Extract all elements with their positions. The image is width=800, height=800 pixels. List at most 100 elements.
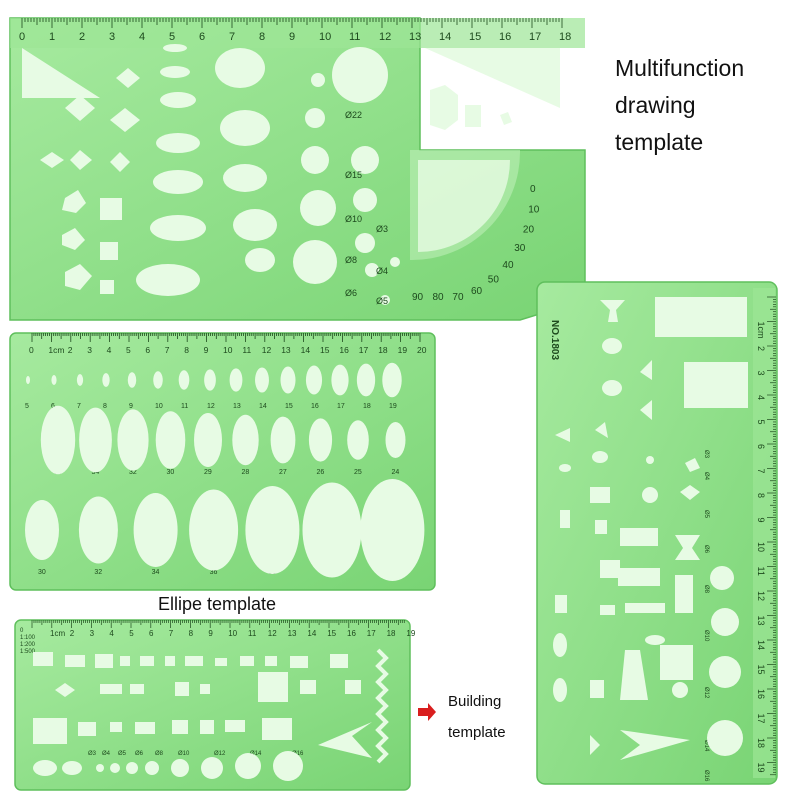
triangle-cutout	[425, 48, 560, 108]
size-label: 12	[207, 403, 215, 410]
ellipse-cutout	[229, 368, 243, 392]
circle-label: Ø4	[376, 266, 388, 276]
size-label: 24	[392, 469, 400, 476]
ruler-number: 7	[229, 31, 235, 43]
ruler-number: 9	[204, 345, 209, 355]
circle-label: Ø14	[703, 740, 709, 752]
circle-label: Ø10	[345, 214, 362, 224]
ruler-number: 18	[756, 738, 766, 748]
ruler-number: 19	[406, 629, 415, 638]
circle-label: Ø6	[703, 545, 709, 554]
protractor-label: 30	[514, 243, 526, 254]
size-label: 13	[233, 403, 241, 410]
size-label: 8	[103, 403, 107, 410]
protractor-label: 20	[523, 224, 535, 235]
circle-label: Ø8	[345, 255, 357, 265]
vertical-cutouts	[553, 297, 748, 760]
ellipse-cutout	[270, 416, 296, 464]
zigzag-edge	[375, 648, 389, 764]
size-label: 27	[279, 469, 287, 476]
ruler-number: 4	[139, 31, 145, 43]
ruler-number: 9	[208, 629, 213, 638]
ellipse-cutout	[25, 500, 59, 560]
ellipse-cutout	[232, 414, 259, 466]
ruler-number: 19	[398, 345, 408, 355]
ruler-number: 17	[756, 714, 766, 724]
ruler-number: 3	[756, 371, 766, 376]
ruler-number: 0	[29, 345, 34, 355]
size-label: 34	[152, 569, 160, 576]
ruler-number: 12	[379, 31, 391, 43]
ruler-number: 16	[347, 629, 356, 638]
triangle-cutout	[22, 48, 100, 98]
ellipse-cutout	[189, 489, 239, 571]
ruler-number: 8	[259, 31, 265, 43]
shape-cutouts	[40, 68, 512, 294]
ellipse-cutout	[280, 366, 296, 394]
circle-label: Ø16	[292, 751, 304, 757]
ellipse-cutout	[40, 405, 76, 475]
size-label: 26	[317, 469, 325, 476]
ruler-number: 1cm	[50, 629, 65, 638]
ellipse-cutout	[78, 496, 118, 564]
ellipse-cutout	[133, 493, 178, 567]
protractor-label: 70	[452, 292, 464, 303]
caption-ellipse: Ellipe template	[158, 594, 277, 614]
size-label: 16	[311, 403, 319, 410]
ellipse-cutout	[255, 367, 269, 393]
ellipse-cutout	[194, 413, 222, 467]
ruler-number: 17	[529, 31, 541, 43]
caption-line: Multifunction	[615, 55, 745, 81]
size-label: 29	[204, 469, 212, 476]
circle-label: Ø15	[345, 170, 362, 180]
ellipse-cutout	[308, 418, 333, 462]
ruler-number: 12	[756, 591, 766, 601]
scale-label: 1:100	[20, 635, 36, 641]
caption-multifunction: Multifunction drawing template	[615, 50, 744, 161]
ruler-number: 11	[242, 345, 251, 355]
ruler-number: 3	[90, 629, 95, 638]
size-label: 10	[155, 403, 163, 410]
arrow-cutout	[620, 730, 690, 760]
protractor-label: 40	[502, 260, 514, 271]
ellipse-cutout	[331, 364, 349, 396]
circle-cutout	[332, 47, 388, 103]
circle-label: Ø3	[703, 450, 709, 459]
ruler-number: 7	[169, 629, 174, 638]
size-label: 32	[94, 569, 102, 576]
circle-label: Ø6	[135, 751, 144, 757]
size-label: 17	[337, 403, 345, 410]
protractor-label: 50	[488, 274, 500, 285]
ruler-ticks	[21, 18, 563, 28]
ruler-number: 17	[359, 345, 369, 355]
circle-label: Ø5	[118, 751, 127, 757]
ruler-number: 8	[756, 493, 766, 498]
ellipse-cutout	[245, 486, 300, 574]
ruler-number: 11	[756, 567, 766, 576]
ruler-number: 2	[756, 346, 766, 351]
size-label: 6	[51, 403, 55, 410]
ellipse-cutout	[302, 482, 362, 578]
size-label: 30	[167, 469, 175, 476]
circle-label: Ø4	[703, 472, 709, 481]
size-label: 7	[77, 403, 81, 410]
ruler-number: 3	[109, 31, 115, 43]
circle-label: Ø12	[703, 687, 709, 699]
ellipse-cutout	[305, 365, 323, 395]
ruler-number: 15	[756, 665, 766, 675]
ruler-number: 5	[126, 345, 131, 355]
ruler-number: 13	[281, 345, 291, 355]
size-label: 14	[259, 403, 267, 410]
ruler-number: 5	[129, 629, 134, 638]
ruler-number: 4	[109, 629, 114, 638]
circle-label: Ø12	[214, 751, 226, 757]
size-label: 25	[354, 469, 362, 476]
circle-label: Ø3	[376, 224, 388, 234]
protractor-label: 0	[530, 184, 536, 195]
ruler-number: 9	[756, 518, 766, 523]
caption-line: drawing	[615, 92, 696, 118]
circle-label: Ø16	[703, 770, 709, 782]
ruler-number: 18	[559, 31, 571, 43]
circle-label: Ø14	[250, 751, 262, 757]
